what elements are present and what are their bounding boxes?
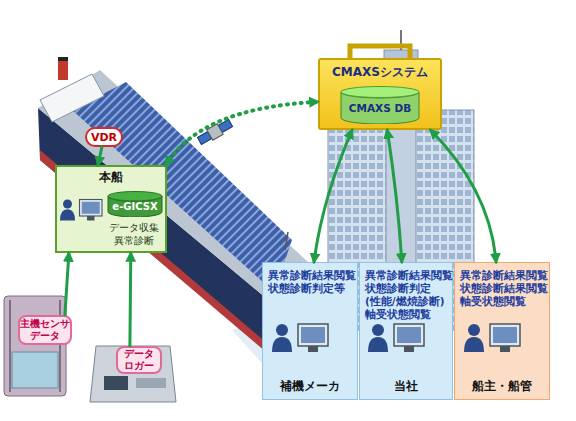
ship-bridge <box>40 74 104 122</box>
ship-funnel-top <box>58 57 68 61</box>
operator-icon <box>368 324 424 352</box>
panel-user: 補機メーカ <box>263 379 357 394</box>
ship-operator-icon <box>60 200 102 221</box>
engine-pipe <box>59 300 61 392</box>
ship-mast <box>285 232 288 250</box>
user-panel: 異常診断結果閲覧 状態診断判定 (性能/燃焼診断) 軸受状態閲覧当社 <box>359 262 453 400</box>
engine-part <box>12 352 58 388</box>
operator-icon <box>272 324 328 352</box>
logger-label: データ ロガー <box>118 348 160 372</box>
panel-user: 船主・船管 <box>455 379 549 394</box>
flow-arrow <box>314 130 352 262</box>
system-label: e-GICSX <box>107 191 163 217</box>
ship-title: 本船 <box>57 169 165 186</box>
system-cylinder: e-GICSX <box>107 191 163 217</box>
ship-box: 本船データ収集 異常診断 e-GICSX <box>55 165 167 253</box>
operator-icon <box>464 324 520 352</box>
sensor-label: 主機センサ データ <box>20 317 70 343</box>
flow-arrow <box>98 147 102 165</box>
logger-console <box>90 346 176 402</box>
engine-pipe <box>9 300 11 392</box>
logger-screen <box>104 376 128 390</box>
flow-arrow <box>387 130 402 262</box>
cylinder-top <box>341 87 419 98</box>
operator-icon <box>60 200 102 221</box>
satellite-body <box>207 124 223 140</box>
flow-arrow <box>431 130 497 262</box>
panel-function: 異常診断結果閲覧 状態診断判定 (性能/燃焼診断) 軸受状態閲覧 <box>365 269 451 321</box>
database-cylinder: CMAXS DB <box>340 86 420 124</box>
panel-function: 異常診断結果閲覧 状態診断判定等 <box>268 269 354 295</box>
panel-user: 当社 <box>360 379 452 394</box>
ship-funnel <box>58 60 68 80</box>
flow-arrow <box>128 253 132 346</box>
sensor-box: 主機センサ データ <box>18 315 72 345</box>
user-panel: 異常診断結果閲覧 状態診断判定等補機メーカ <box>262 262 358 400</box>
logger-panel <box>136 378 166 388</box>
flow-arrow <box>65 253 69 315</box>
ship-function: データ収集 異常診断 <box>103 221 165 247</box>
user-panel: 異常診断結果閲覧 状態診断結果閲覧 軸受状態閲覧船主・船管 <box>454 262 550 400</box>
source-label: VDR <box>87 129 121 145</box>
satellite <box>196 118 233 146</box>
engine-body <box>4 296 66 396</box>
cylinder-top <box>108 192 162 201</box>
logger-box: データ ロガー <box>116 346 162 374</box>
system-title: CMAXSシステム <box>320 64 440 81</box>
database-label: CMAXS DB <box>340 86 420 124</box>
satellite-link <box>166 102 318 165</box>
toolbox-box: CMAXSシステム CMAXS DB <box>318 58 442 130</box>
panel-function: 異常診断結果閲覧 状態診断結果閲覧 軸受状態閲覧 <box>460 269 546 308</box>
source-pill: VDR <box>85 127 123 147</box>
